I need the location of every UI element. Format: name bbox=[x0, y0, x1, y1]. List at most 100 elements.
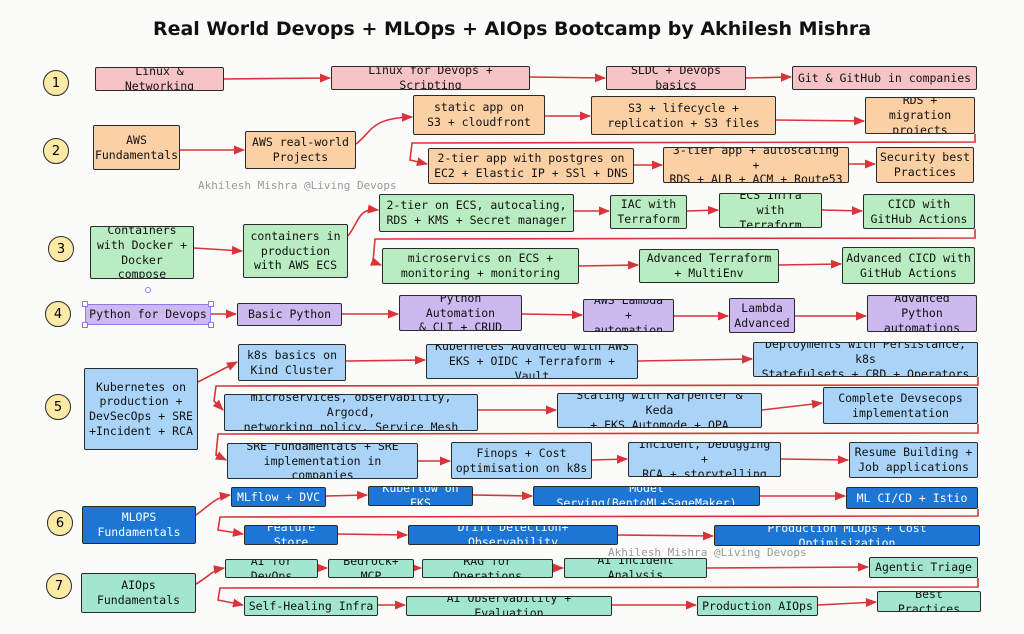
arrow bbox=[637, 354, 754, 364]
node-aws-real-world-projects[interactable]: AWS real-world Projects bbox=[245, 131, 356, 169]
node-advanced-cicd[interactable]: Advanced CICD with GitHub Actions bbox=[842, 247, 975, 284]
node-kubernetes-advanced[interactable]: Kubernetes Advanced with AWS EKS + OIDC … bbox=[426, 344, 638, 379]
watermark: Akhilesh Mishra @Living Devops bbox=[198, 179, 397, 192]
arrow bbox=[212, 377, 979, 411]
node-agentic-triage[interactable]: Agentic Triage bbox=[869, 557, 978, 578]
node-aiops-fundamentals[interactable]: AIOps Fundamentals bbox=[81, 573, 196, 613]
node-linux-for-devops[interactable]: Linux for Devops + Scripting bbox=[331, 66, 530, 90]
node-finops[interactable]: Finops + Cost optimisation on k8s bbox=[451, 442, 592, 479]
selection-handle[interactable] bbox=[208, 301, 214, 307]
node-containers-docker[interactable]: Containers with Docker + Docker compose bbox=[90, 226, 194, 279]
arrow bbox=[409, 134, 976, 167]
level-badge: 4 bbox=[45, 301, 71, 327]
node-advanced-terraform[interactable]: Advanced Terraform + MultiEnv bbox=[639, 249, 779, 283]
arrow bbox=[217, 509, 979, 537]
node-python-for-devops[interactable]: Python for Devops bbox=[85, 304, 211, 325]
node-aws-fundamentals[interactable]: AWS Fundamentals bbox=[93, 125, 180, 170]
arrow bbox=[686, 205, 720, 215]
node-two-tier-app[interactable]: 2-tier app with postgres on EC2 + Elasti… bbox=[428, 148, 634, 184]
node-feature-store[interactable]: Feature Store bbox=[244, 525, 338, 545]
node-ai-observability[interactable]: AI Observability + Evaluation bbox=[406, 596, 612, 616]
selection-handle[interactable] bbox=[208, 322, 214, 328]
arrow bbox=[347, 204, 380, 237]
arrow bbox=[578, 260, 640, 270]
node-resume-building[interactable]: Resume Building + Job applications bbox=[849, 442, 978, 478]
arrow bbox=[761, 399, 824, 411]
node-two-tier-ecs[interactable]: 2-tier on ECS, autocaling, RDS + KMS + S… bbox=[379, 194, 574, 232]
diagram-title: Real World Devops + MLOps + AIOps Bootca… bbox=[152, 18, 872, 40]
level-badge: 6 bbox=[47, 510, 73, 536]
node-rag-operations[interactable]: RAG for Operations bbox=[422, 559, 553, 578]
level-badge: 2 bbox=[43, 138, 69, 164]
selection-handle[interactable] bbox=[82, 322, 88, 328]
node-three-tier-app[interactable]: 3-tier app + autoscaling + RDS + ALB + A… bbox=[663, 147, 849, 183]
node-deployments-persistence[interactable]: Deployments with Persistance, k8s Statef… bbox=[753, 342, 978, 377]
node-ai-incident-analysis[interactable]: AI Incident Analysis bbox=[564, 558, 707, 578]
node-ecs-infra-terraform[interactable]: ECS Infra with Terraform bbox=[719, 193, 822, 228]
node-drift-detection[interactable]: Drift Detection+ Observability bbox=[408, 525, 618, 545]
node-python-automation[interactable]: Python Automation & CLI + CRUD bbox=[399, 295, 522, 331]
arrow bbox=[195, 491, 232, 516]
node-sre-fundamentals[interactable]: SRE Fundamentals + SRE implementation in… bbox=[227, 443, 418, 479]
arrow bbox=[197, 361, 238, 383]
node-microservices-observability[interactable]: microservices, observability, Argocd, ne… bbox=[224, 394, 478, 431]
arrow bbox=[780, 455, 850, 465]
arrow bbox=[369, 229, 976, 266]
arrow bbox=[223, 73, 332, 83]
arrow bbox=[325, 490, 369, 500]
node-linux-networking[interactable]: Linux & Networking bbox=[95, 67, 224, 91]
node-mlops-fundamentals[interactable]: MLOPS Fundamentals bbox=[82, 506, 196, 544]
node-aws-lambda[interactable]: AWS Lambda + automation bbox=[583, 299, 674, 332]
node-kubeflow-eks[interactable]: Kubeflow on EKS bbox=[368, 486, 473, 506]
node-mlflow-dvc[interactable]: MLflow + DVC bbox=[231, 487, 326, 507]
node-ml-cicd-istio[interactable]: ML CI/CD + Istio bbox=[846, 487, 978, 509]
arrow bbox=[195, 565, 226, 585]
node-production-aiops[interactable]: Production AIOps bbox=[697, 596, 818, 616]
watermark: Akhilesh Mishra @Living Devops bbox=[608, 546, 807, 559]
arrow bbox=[217, 578, 979, 608]
arrow bbox=[345, 355, 427, 365]
node-static-app[interactable]: static app on S3 + cloudfront bbox=[413, 95, 545, 135]
arrow bbox=[337, 530, 409, 540]
arrow bbox=[706, 562, 870, 572]
arrow bbox=[591, 454, 629, 464]
node-containers-ecs[interactable]: containers in production with AWS ECS bbox=[243, 224, 348, 278]
node-security-best-practices[interactable]: Security best Practices bbox=[876, 147, 974, 183]
node-microservices-ecs[interactable]: microservics on ECS + monitoring + monit… bbox=[382, 248, 579, 284]
arrow bbox=[775, 116, 866, 126]
node-git-github[interactable]: Git & GitHub in companies bbox=[792, 66, 977, 90]
node-production-mlops[interactable]: Production MLOps + Cost Optimisization bbox=[714, 525, 980, 546]
node-iac-terraform[interactable]: IAC with Terraform bbox=[610, 195, 687, 229]
arrow bbox=[817, 598, 878, 607]
node-cicd-github-actions[interactable]: CICD with GitHub Actions bbox=[863, 194, 975, 229]
node-incident-debugging[interactable]: Incident, Debugging + RCA + storytelling bbox=[628, 442, 781, 477]
node-scaling-karpenter[interactable]: Scaling with Karpenter & Keda + EKS Auto… bbox=[557, 393, 762, 428]
node-best-practices[interactable]: Best Practices bbox=[877, 591, 981, 612]
arrow bbox=[821, 206, 864, 216]
level-badge: 5 bbox=[45, 394, 71, 420]
node-sldc-devops-basics[interactable]: SLDC + Devops basics bbox=[606, 66, 746, 90]
node-s3-lifecycle[interactable]: S3 + lifecycle + replication + S3 files bbox=[591, 96, 776, 135]
arrow bbox=[472, 491, 534, 501]
node-ai-for-devops[interactable]: AI for DevOps bbox=[225, 559, 318, 578]
arrow bbox=[214, 424, 979, 461]
selection-handle[interactable] bbox=[82, 301, 88, 307]
node-self-healing[interactable]: Self-Healing Infra bbox=[244, 596, 378, 616]
node-basic-python[interactable]: Basic Python bbox=[237, 303, 342, 326]
rotation-handle[interactable] bbox=[145, 287, 151, 293]
arrow bbox=[745, 72, 793, 82]
node-model-serving[interactable]: Model Serving(BentoML+SageMaker) bbox=[533, 486, 760, 506]
node-rds-migration[interactable]: RDS + migration projects bbox=[865, 97, 975, 134]
arrow bbox=[521, 310, 584, 320]
node-complete-devsecops[interactable]: Complete Devsecops implementation bbox=[823, 387, 978, 424]
node-bedrock-mcp[interactable]: Bedrock+ MCP bbox=[328, 559, 414, 578]
arrow bbox=[617, 531, 715, 541]
arrow bbox=[193, 245, 244, 255]
node-advanced-python[interactable]: Advanced Python automations bbox=[867, 295, 977, 332]
node-k8s-basics[interactable]: k8s basics on Kind Cluster bbox=[238, 344, 346, 381]
level-badge: 7 bbox=[46, 573, 72, 599]
node-lambda-advanced[interactable]: Lambda Advanced bbox=[729, 298, 795, 333]
node-kubernetes-production[interactable]: Kubernetes on production + DevSecOps + S… bbox=[84, 368, 198, 450]
level-badge: 1 bbox=[43, 70, 69, 96]
